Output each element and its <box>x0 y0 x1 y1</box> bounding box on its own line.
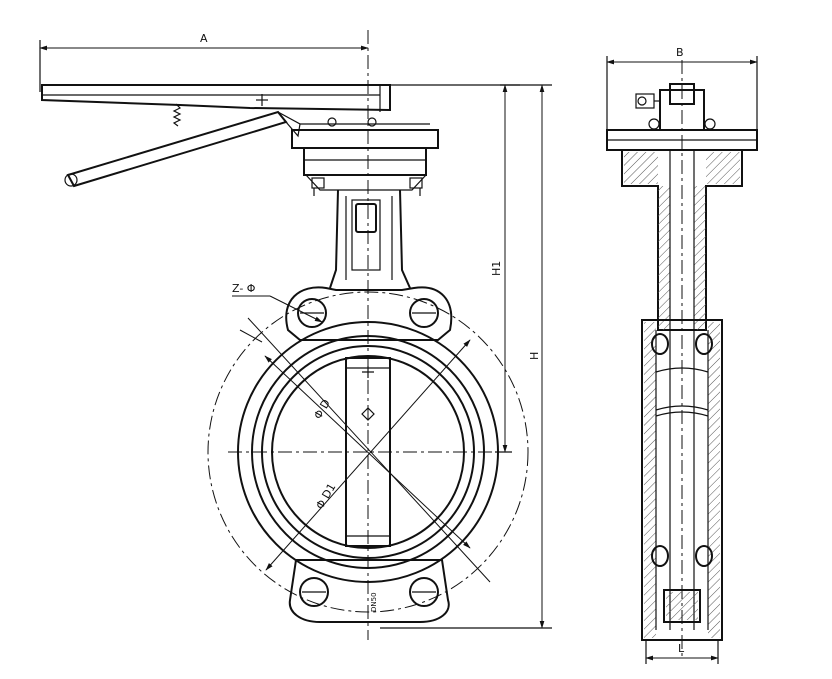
label-h1: H1 <box>490 261 503 276</box>
handle-lever <box>41 84 391 188</box>
label-phi-d1: Φ D1 <box>313 481 338 511</box>
front-view: A <box>39 30 552 640</box>
dimension-h1: H1 <box>390 84 520 453</box>
side-view: B <box>606 46 758 664</box>
top-flange-plate <box>291 117 439 196</box>
label-a: A <box>200 32 208 45</box>
valve-neck <box>329 189 411 289</box>
upper-lugs <box>285 286 453 341</box>
label-phi-d: Φ D <box>311 397 333 421</box>
dimension-l: L <box>645 640 719 664</box>
label-b: B <box>676 46 684 59</box>
label-l: L <box>678 642 685 655</box>
dimension-h: H <box>380 84 552 629</box>
side-body <box>641 319 723 641</box>
bolt-hole-callout: Z- Φ <box>232 282 323 343</box>
body-mark: DN50 <box>370 592 378 612</box>
label-z-phi: Z- Φ <box>232 282 256 295</box>
lower-lugs: DN50 <box>288 559 450 623</box>
label-h: H <box>528 352 541 360</box>
dimension-a: A <box>39 32 369 92</box>
side-neck <box>621 150 743 630</box>
